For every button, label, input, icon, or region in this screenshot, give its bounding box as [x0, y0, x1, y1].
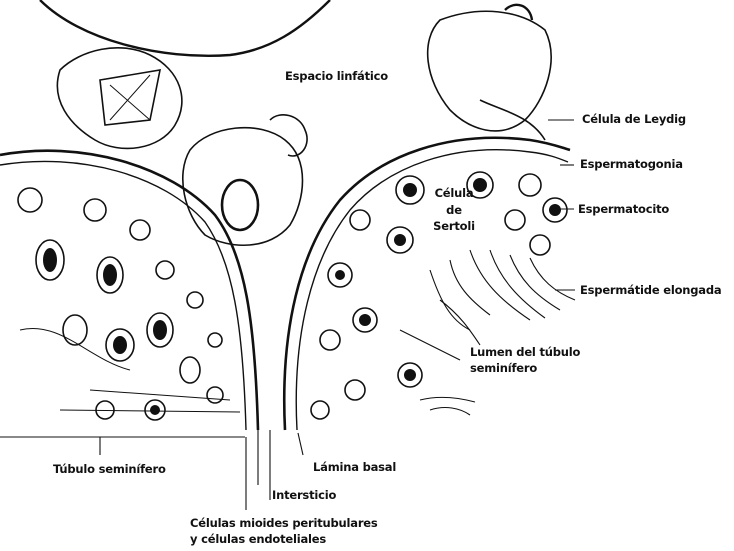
- label-lumen-1: Lumen del túbulo: [470, 345, 580, 359]
- label-celula-sertoli-1: Célula: [432, 186, 476, 200]
- left-tubule-cells: [18, 188, 240, 420]
- top-vessel-wall: [40, 0, 330, 56]
- label-intersticio: Intersticio: [272, 488, 336, 502]
- blood-vessel: [222, 180, 258, 230]
- label-celula-sertoli-3: Sertoli: [428, 219, 480, 233]
- label-espermatocito: Espermatocito: [578, 202, 669, 216]
- label-mioides-1: Células mioides peritubulares: [190, 516, 378, 530]
- label-lumen-2: seminífero: [470, 361, 537, 375]
- label-espermatide-elongada: Espermátide elongada: [580, 283, 721, 297]
- label-tubulo-seminifero: Túbulo seminífero: [53, 462, 166, 476]
- leader-lines: [0, 120, 575, 510]
- label-celula-sertoli-2: de: [432, 203, 476, 217]
- label-mioides-2: y células endoteliales: [190, 532, 326, 546]
- vessel-cluster: [183, 128, 303, 246]
- leydig-cluster-right: [428, 11, 551, 131]
- label-espacio-linfatico: Espacio linfático: [285, 69, 388, 83]
- label-celula-leydig: Célula de Leydig: [582, 112, 686, 126]
- label-lamina-basal: Lámina basal: [313, 460, 396, 474]
- spermatid-tails: [400, 250, 575, 415]
- leydig-cluster-left: [57, 48, 182, 149]
- label-espermatogonia: Espermatogonia: [580, 157, 683, 171]
